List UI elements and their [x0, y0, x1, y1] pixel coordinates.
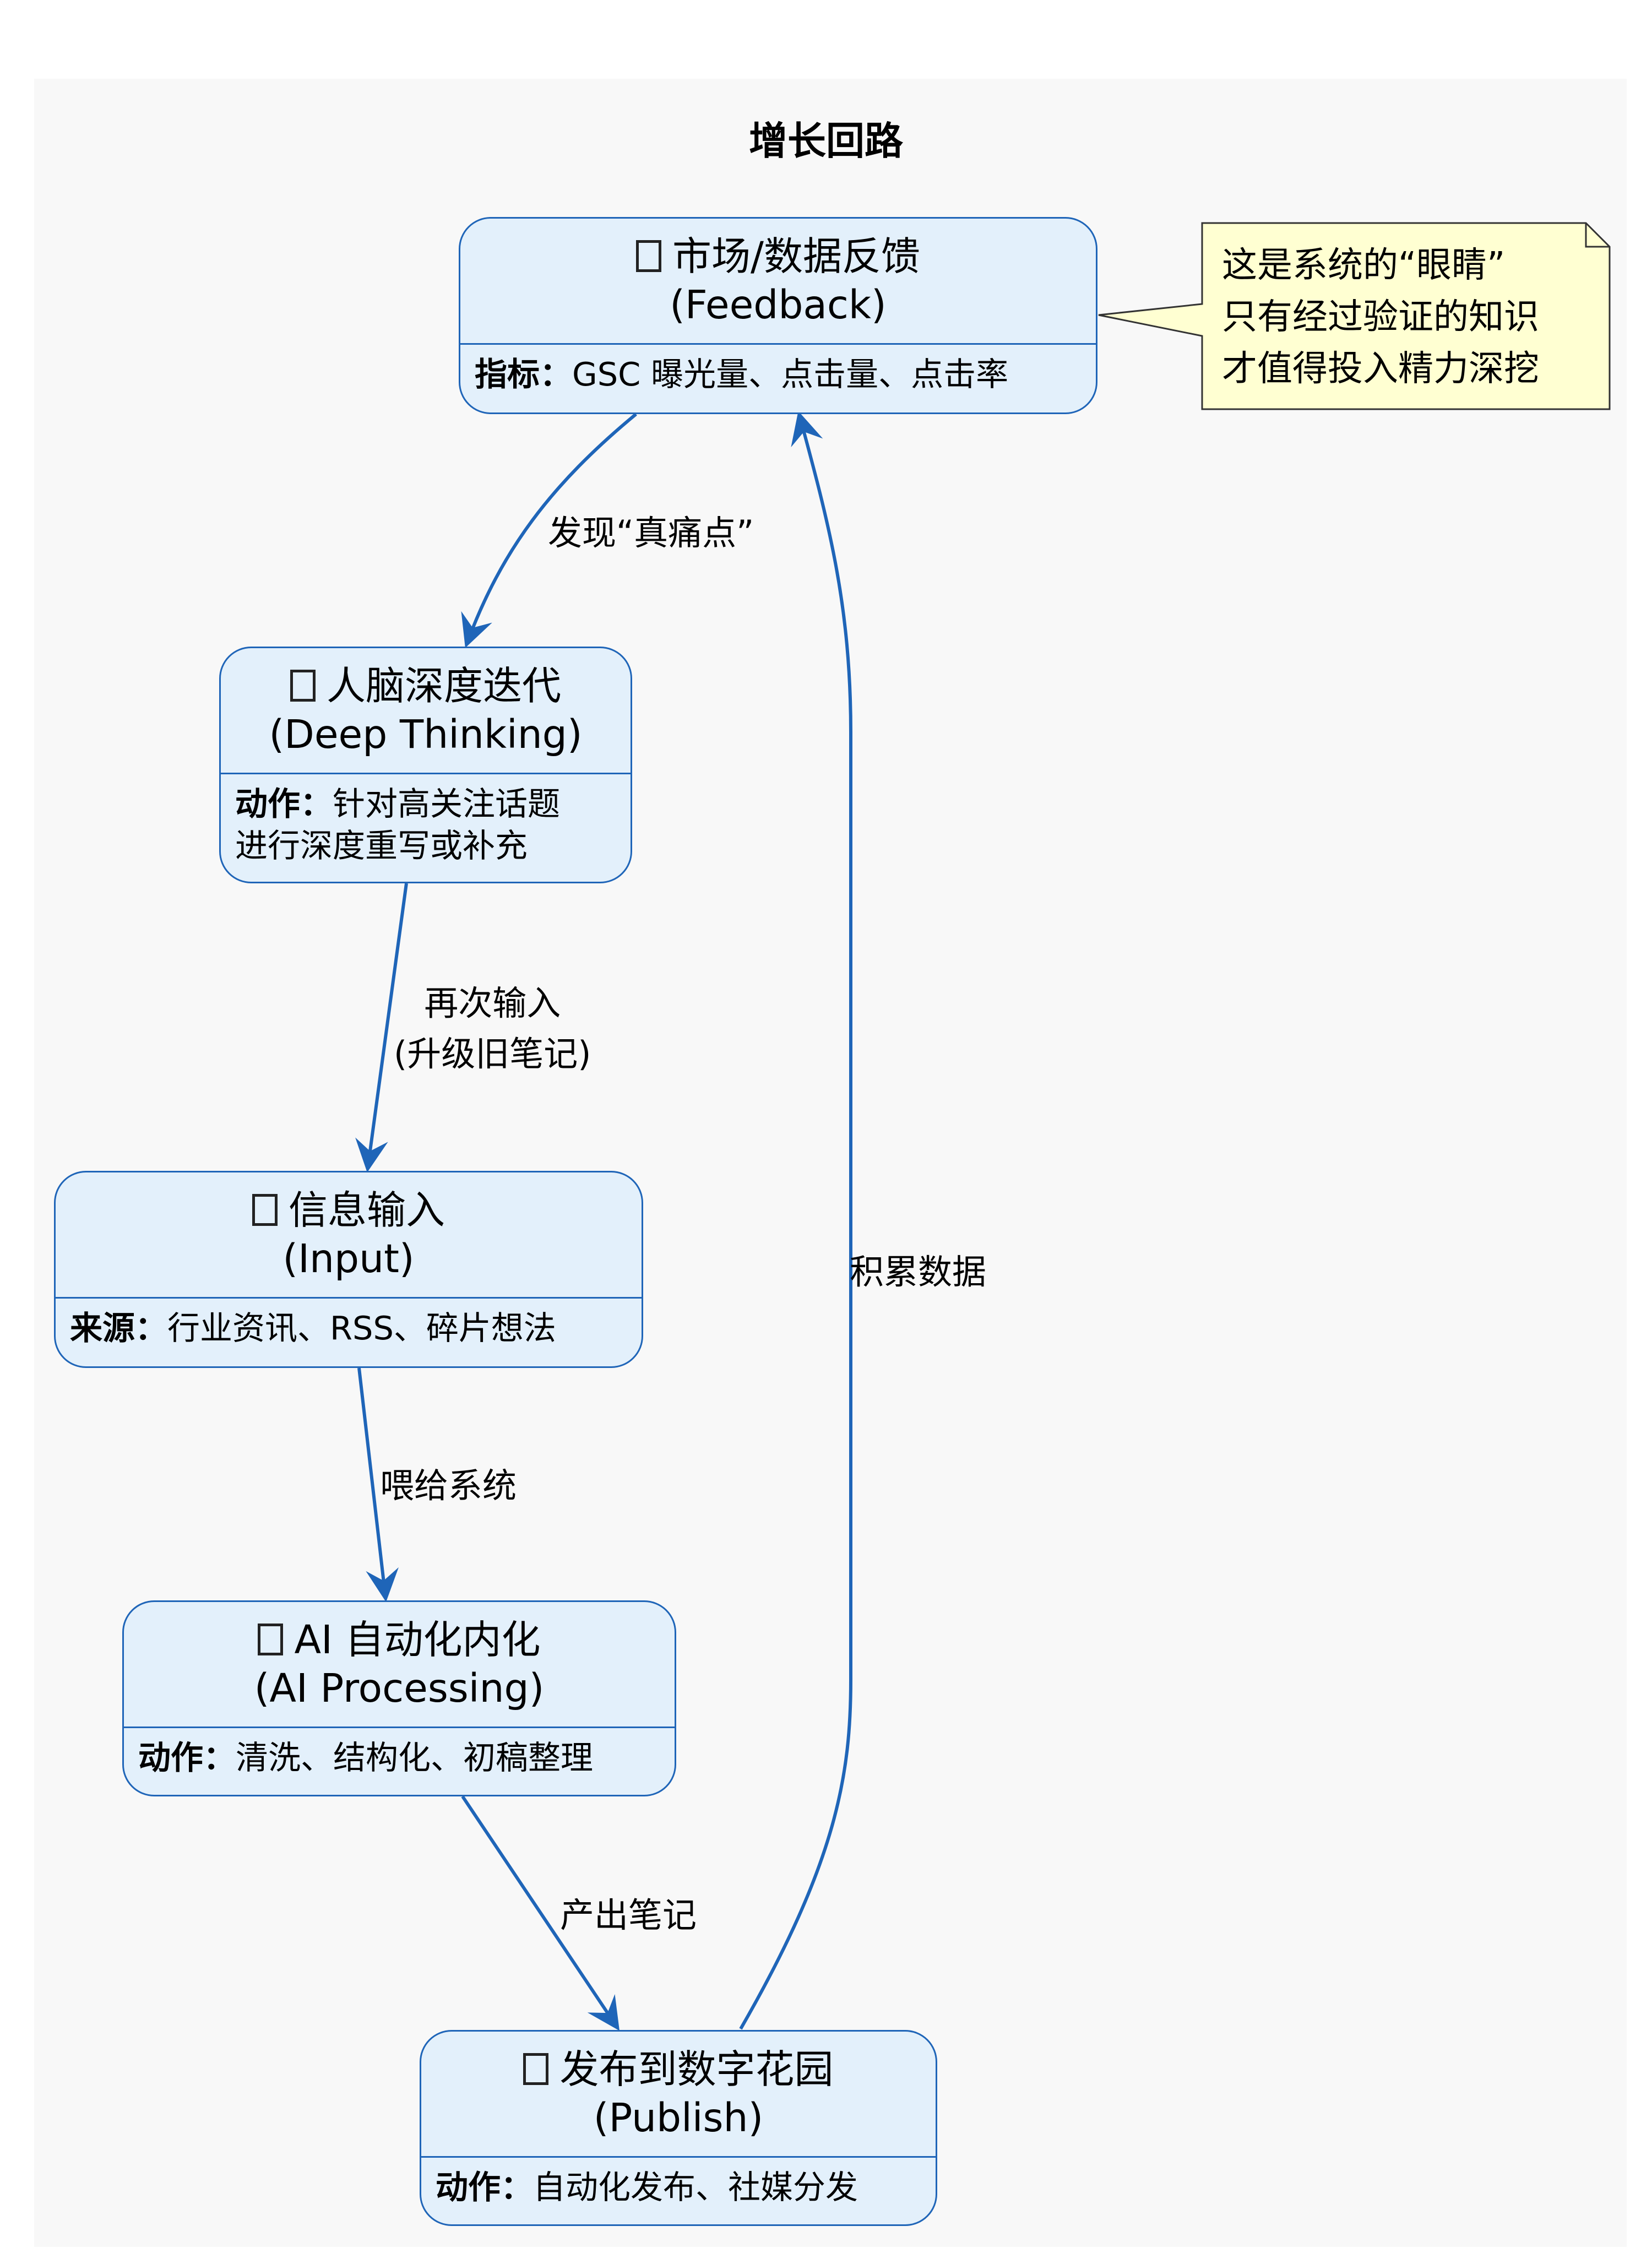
edge-label-publish-to-feedback: 积累数据	[850, 1252, 987, 1292]
box-icon	[252, 1194, 278, 1226]
node-deep-thinking-detail: 针对高关注话题	[333, 785, 561, 823]
node-publish-label: 动作：	[436, 2168, 534, 2206]
node-ai-processing-detail: 清洗、结构化、初稿整理	[236, 1739, 594, 1777]
box-icon	[290, 670, 316, 702]
node-input-label: 来源：	[70, 1309, 168, 1347]
node-ai-processing-label: 动作：	[138, 1739, 236, 1777]
edge-label-deep-to-input: 再次输入 (升级旧笔记)	[394, 978, 591, 1079]
edge-input-to-ai	[357, 1367, 399, 1602]
node-ai-processing[interactable]: AI 自动化内化 (AI Processing) 动作：清洗、结构化、初稿整理	[122, 1600, 676, 1796]
edge-feedback-to-deep	[461, 412, 637, 648]
edge-deep-to-input	[355, 883, 408, 1172]
annotation-note: 这是系统的“眼睛” 只有经过验证的知识 才值得投入精力深挖	[1202, 223, 1610, 409]
node-feedback-title: 市场/数据反馈	[672, 234, 920, 279]
edge-publish-to-feedback	[739, 411, 852, 2030]
node-publish-detail: 自动化发布、社媒分发	[533, 2168, 858, 2206]
node-input-title: 信息输入	[288, 1187, 445, 1233]
note-line-2: 只有经过验证的知识	[1222, 297, 1539, 338]
node-publish[interactable]: 发布到数字花园 (Publish) 动作：自动化发布、社媒分发	[420, 2030, 937, 2226]
box-icon	[258, 1624, 284, 1655]
node-feedback-detail: GSC 曝光量、点击量、点击率	[572, 355, 1009, 393]
edge-label-deep-to-input-line-1: 再次输入	[424, 983, 561, 1023]
box-icon	[523, 2053, 549, 2085]
edge-label-input-to-ai: 喂给系统	[380, 1465, 517, 1506]
node-ai-processing-title: AI 自动化内化	[294, 1617, 541, 1663]
edge-label-deep-to-input-line-2: (升级旧笔记)	[394, 1034, 591, 1074]
node-input[interactable]: 信息输入 (Input) 来源：行业资讯、RSS、碎片想法	[54, 1171, 643, 1368]
node-deep-thinking[interactable]: 人脑深度迭代 (Deep Thinking) 动作：针对高关注话题 进行深度重写…	[219, 647, 632, 883]
node-feedback[interactable]: 市场/数据反馈 (Feedback) 指标：GSC 曝光量、点击量、点击率	[459, 217, 1097, 414]
node-input-detail: 行业资讯、RSS、碎片想法	[167, 1309, 556, 1347]
note-line-3: 才值得投入精力深挖	[1222, 349, 1539, 389]
node-feedback-subtitle: (Feedback)	[670, 282, 887, 328]
node-ai-processing-subtitle: (AI Processing)	[254, 1665, 545, 1711]
diagram-title: 增长回路	[749, 118, 903, 164]
note-fold	[1585, 223, 1610, 248]
node-feedback-label: 指标：	[475, 355, 573, 393]
diagram-background	[34, 79, 1627, 2247]
node-input-subtitle: (Input)	[282, 1236, 415, 1282]
node-deep-thinking-detail-2: 进行深度重写或补充	[235, 827, 528, 865]
node-deep-thinking-subtitle: (Deep Thinking)	[269, 712, 583, 757]
node-publish-subtitle: (Publish)	[593, 2095, 764, 2141]
node-publish-title: 发布到数字花园	[559, 2046, 834, 2092]
box-icon	[636, 240, 662, 272]
edge-ai-to-publish	[461, 1795, 620, 2031]
note-box	[1098, 222, 1611, 410]
node-deep-thinking-title: 人脑深度迭代	[326, 663, 561, 709]
note-line-1: 这是系统的“眼睛”	[1222, 245, 1506, 286]
node-deep-thinking-label: 动作：	[235, 785, 333, 823]
edge-label-feedback-to-deep: 发现“真痛点”	[548, 513, 754, 553]
edge-label-ai-to-publish: 产出笔记	[560, 1895, 697, 1935]
